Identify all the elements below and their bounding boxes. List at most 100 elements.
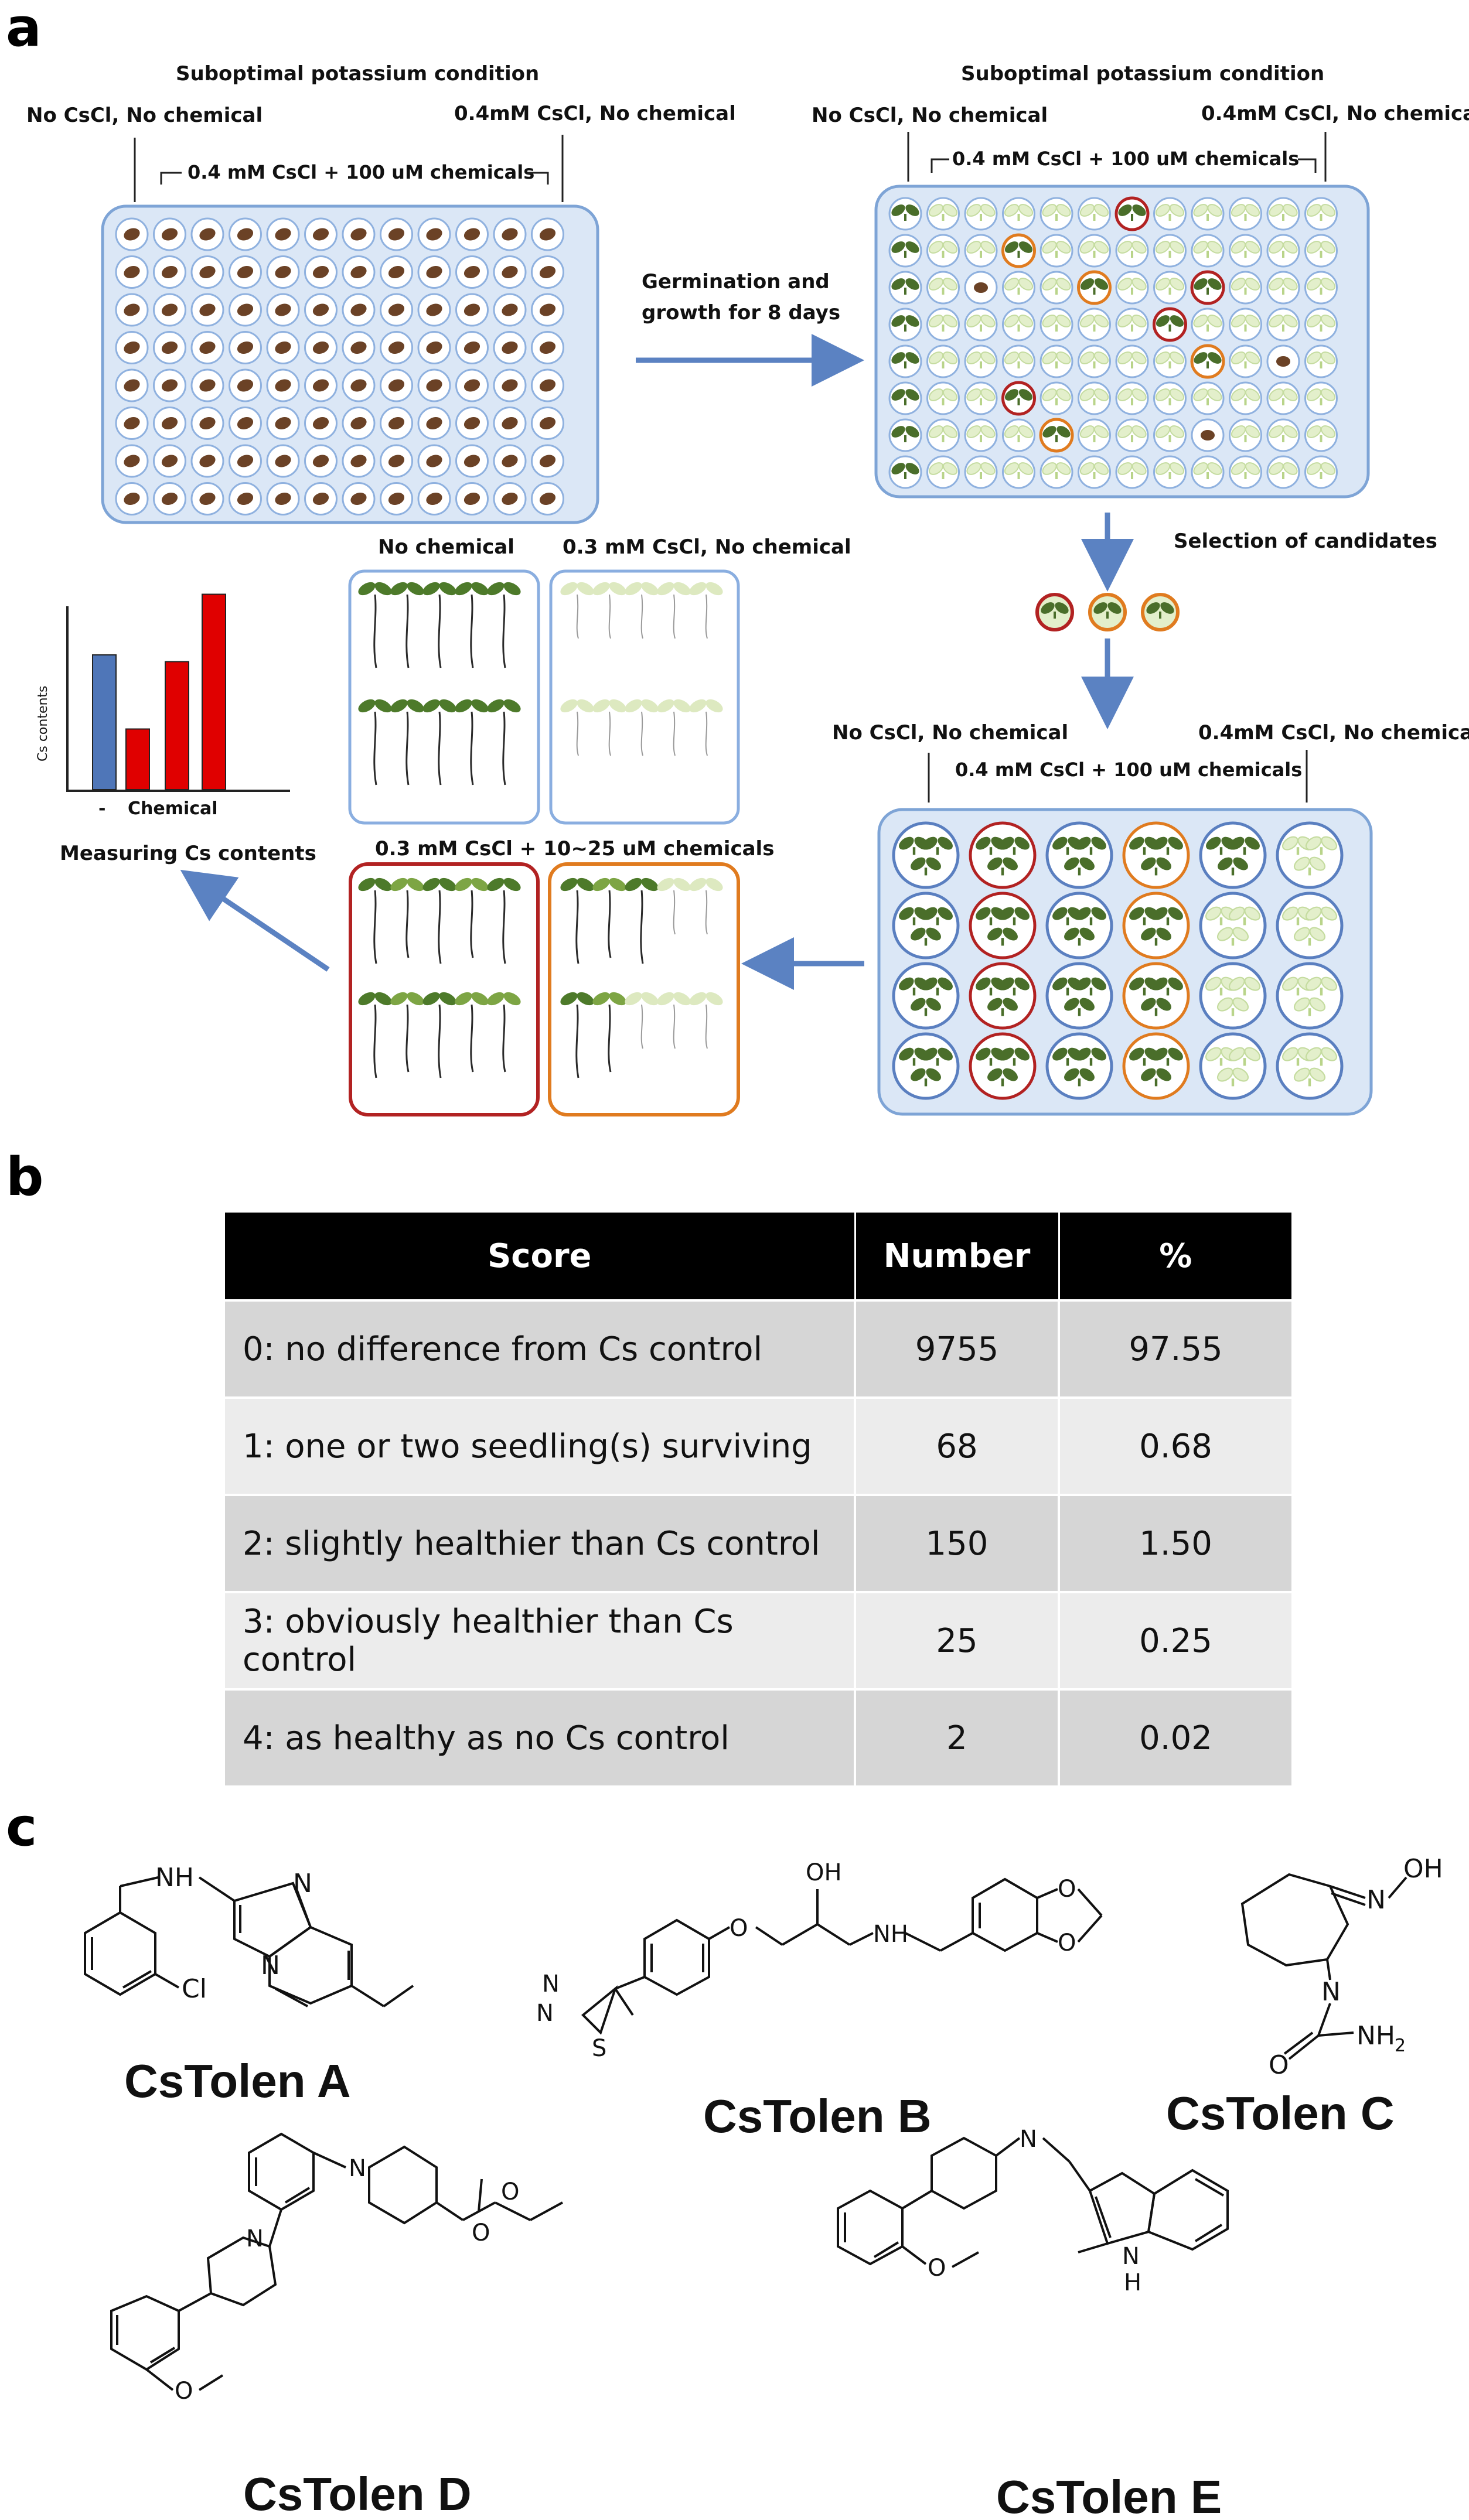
panel-b-label: b [6, 1146, 43, 1208]
plate-2-right-label: 0.4mM CsCl, No chemical [1201, 102, 1469, 125]
cs-chart-x1: - [98, 798, 105, 819]
plate-1-title: Suboptimal potassium condition [176, 62, 539, 86]
seed [275, 303, 291, 316]
b-n1: N [542, 1971, 560, 1997]
seed [275, 228, 291, 241]
germination-label-1: Germination and [642, 270, 830, 293]
seed [426, 416, 442, 430]
well [969, 962, 1037, 1030]
seed [199, 492, 216, 506]
seed [539, 303, 556, 316]
well [1199, 962, 1267, 1030]
table-row: 1: one or two seedling(s) surviving 68 0… [225, 1396, 1291, 1495]
c-n1: N [1366, 1885, 1386, 1915]
seed [237, 416, 254, 430]
number-cell: 2 [855, 1688, 1060, 1785]
seed [388, 341, 405, 354]
panel-a-label: a [6, 0, 42, 59]
seed [312, 303, 329, 316]
seed [426, 265, 442, 279]
score-table: Score Number % 0: no difference from Cs … [225, 1213, 1291, 1785]
seed [161, 416, 178, 430]
well [892, 962, 960, 1030]
seed [463, 492, 480, 506]
well [1045, 1032, 1113, 1100]
plate-3-bracket [928, 750, 1308, 803]
measure-arrow [180, 869, 330, 972]
seed [388, 416, 405, 430]
seed [1201, 430, 1215, 441]
well [1045, 962, 1113, 1030]
seed [350, 341, 367, 354]
plate-1: Suboptimal potassium condition No CsCl, … [26, 62, 736, 524]
table-row: 3: obviously healthier than Cs control 2… [225, 1591, 1291, 1689]
cs-content-chart: Cs contents - Chemical Measuring Cs cont… [36, 593, 316, 865]
percent-cell: 97.55 [1059, 1299, 1291, 1398]
seed [539, 341, 556, 354]
seed [502, 228, 518, 241]
structure-cstolen-d [110, 2132, 563, 2391]
seed [124, 379, 140, 392]
well [1122, 821, 1190, 889]
well [1122, 892, 1190, 959]
compound-structures: NH N N Cl CsTolen A N N S O OH NH O O Cs… [84, 1854, 1443, 2520]
table-row: 2: slightly healthier than Cs control 15… [225, 1494, 1291, 1592]
plate-3-right-label: 0.4mM CsCl, No chemical [1198, 721, 1469, 745]
panel-c-label: c [6, 1797, 37, 1858]
seed [237, 379, 254, 392]
a-cl: Cl [182, 1974, 207, 2004]
seed [199, 379, 216, 392]
b-n2: N [536, 2000, 554, 2027]
seed [237, 303, 254, 316]
plate-2-wells [888, 196, 1338, 489]
seed [199, 416, 216, 430]
seed [502, 303, 518, 316]
b-oh: OH [806, 1859, 842, 1886]
b-o3: O [1058, 1930, 1076, 1956]
d-n1: N [349, 2155, 366, 2182]
seed [388, 228, 405, 241]
box-cscl-label: 0.3 mM CsCl, No chemical [563, 535, 851, 559]
plate-3-middle-label: 0.4 mM CsCl + 100 uM chemicals [955, 759, 1302, 781]
seed [124, 455, 140, 467]
box-orange-candidate [548, 862, 740, 1116]
box-no-chemical-label: No chemical [378, 535, 514, 559]
header-percent: % [1059, 1213, 1291, 1300]
plate-2-middle-label: 0.4 mM CsCl + 100 uM chemicals [952, 148, 1299, 170]
seed [275, 265, 291, 279]
a-n1: N [293, 1869, 312, 1898]
seed [539, 265, 556, 279]
plate-2-bracket [907, 132, 1327, 182]
well [1276, 1032, 1344, 1100]
score-cell: 0: no difference from Cs control [225, 1299, 856, 1398]
well [1199, 821, 1267, 889]
seed [388, 455, 405, 467]
b-o1: O [730, 1915, 748, 1942]
selected-candidates [1035, 593, 1180, 631]
structure-cstolen-e [837, 2136, 1229, 2268]
seed [350, 416, 367, 430]
seed [463, 265, 480, 279]
seed [199, 341, 216, 354]
seed [161, 303, 178, 316]
plate-1-left-label: No CsCl, No chemical [26, 104, 263, 127]
seed [463, 228, 480, 241]
score-cell: 3: obviously healthier than Cs control [225, 1591, 856, 1689]
plate-3: No CsCl, No chemical 0.4mM CsCl, No chem… [832, 721, 1469, 1116]
cs-chart-ylabel: Cs contents [36, 685, 50, 762]
seed [124, 265, 140, 279]
seed [161, 341, 178, 354]
seed [161, 265, 178, 279]
seed [502, 265, 518, 279]
seed [350, 379, 367, 392]
seed [275, 455, 291, 467]
score-cell: 2: slightly healthier than Cs control [225, 1494, 856, 1592]
box-no-chemical [348, 569, 540, 825]
structure-cstolen-b [581, 1877, 1103, 2035]
seed [350, 455, 367, 467]
seed [312, 341, 329, 354]
seed [161, 379, 178, 392]
c-o: O [1269, 2050, 1289, 2080]
seed [350, 303, 367, 316]
seed [199, 228, 216, 241]
